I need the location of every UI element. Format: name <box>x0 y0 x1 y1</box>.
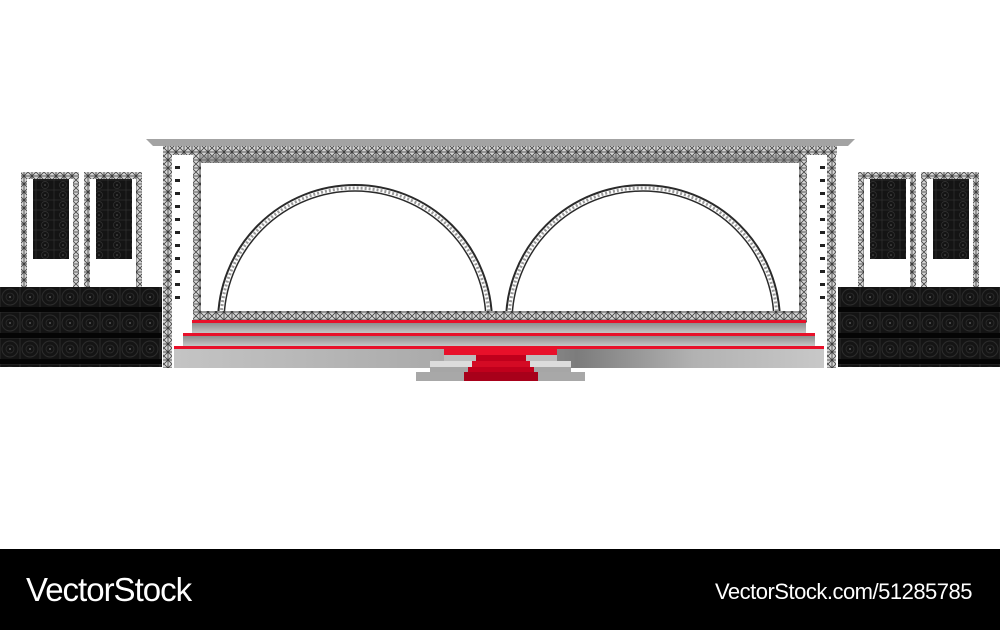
stage-columns <box>163 146 836 368</box>
left-speaker-towers <box>0 172 162 367</box>
stage-base-truss <box>193 311 807 320</box>
watermark-footer: VectorStock VectorStock.com/51285785 <box>0 549 1000 630</box>
front-steps <box>416 349 585 381</box>
stage-illustration <box>0 139 1000 381</box>
image-id-text: VectorStock.com/51285785 <box>714 579 973 604</box>
arch-trusses <box>217 184 781 323</box>
stage-roof <box>146 139 855 163</box>
brand-logo-text: VectorStock <box>26 571 192 608</box>
right-speaker-towers <box>838 172 1000 367</box>
